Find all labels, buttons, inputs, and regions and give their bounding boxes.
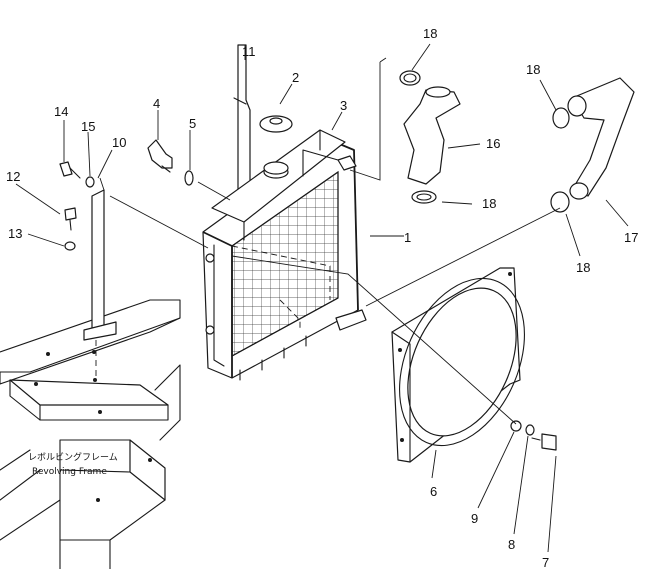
callout-17: 17 xyxy=(624,230,638,245)
callout-7: 7 xyxy=(542,555,549,569)
bolt-hole xyxy=(46,352,50,356)
frame-caption-en: Revolving Frame xyxy=(32,467,107,477)
shroud-nut xyxy=(510,420,522,432)
bolt-hole xyxy=(96,498,100,502)
callout-15: 15 xyxy=(81,119,95,134)
callout-16: 16 xyxy=(486,136,500,151)
support-stay xyxy=(83,189,117,378)
washer-13 xyxy=(64,241,76,251)
revolving-frame: レボルビングフレーム Revolving Frame xyxy=(0,299,181,569)
leader-lines xyxy=(15,43,629,553)
washer-15 xyxy=(85,176,95,188)
bolt-hole xyxy=(34,382,38,386)
callout-6: 6 xyxy=(430,484,437,499)
bolt-hole xyxy=(93,378,97,382)
callout-4: 4 xyxy=(153,96,160,111)
callout-14: 14 xyxy=(54,104,68,119)
drain-cock xyxy=(147,139,173,173)
callout-11: 11 xyxy=(242,44,256,59)
frame-caption-jp: レボルビングフレーム xyxy=(28,451,118,463)
bolt-hole xyxy=(98,410,102,414)
radiator xyxy=(202,129,367,381)
hose-clamp-bottom xyxy=(411,190,437,204)
callout-10: 10 xyxy=(112,135,126,150)
hose-17 xyxy=(567,77,635,200)
radiator-cap xyxy=(259,115,293,133)
stay-bracket xyxy=(233,44,251,195)
bolt-hole xyxy=(148,458,152,462)
bolt-hole xyxy=(92,350,96,354)
shroud-washer xyxy=(525,424,535,436)
callout-12: 12 xyxy=(6,169,20,184)
bolt-12 xyxy=(64,207,77,231)
bolt-14 xyxy=(59,161,81,179)
fan-shroud xyxy=(391,267,525,463)
hose-clamp-17-top xyxy=(552,107,570,129)
o-ring xyxy=(184,170,194,186)
callout-2: 2 xyxy=(292,70,299,85)
callout-18-right-top: 18 xyxy=(526,62,540,77)
hose-clamp-17-bottom xyxy=(550,191,570,213)
callout-13: 13 xyxy=(8,226,22,241)
callout-18-top-clamp: 18 xyxy=(423,26,437,41)
hose-16 xyxy=(403,86,461,185)
callout-8: 8 xyxy=(508,537,515,552)
callout-5: 5 xyxy=(189,116,196,131)
hose-clamp-top xyxy=(399,70,421,86)
callout-3: 3 xyxy=(340,98,347,113)
callout-18-right-bottom: 18 xyxy=(576,260,590,275)
shroud-bolt xyxy=(531,433,557,451)
callout-18-bottom-clamp: 18 xyxy=(482,196,496,211)
callout-labels: 1 2 3 4 5 6 7 8 9 10 11 12 13 14 15 16 1… xyxy=(6,26,638,569)
callout-1: 1 xyxy=(404,230,411,245)
callout-9: 9 xyxy=(471,511,478,526)
